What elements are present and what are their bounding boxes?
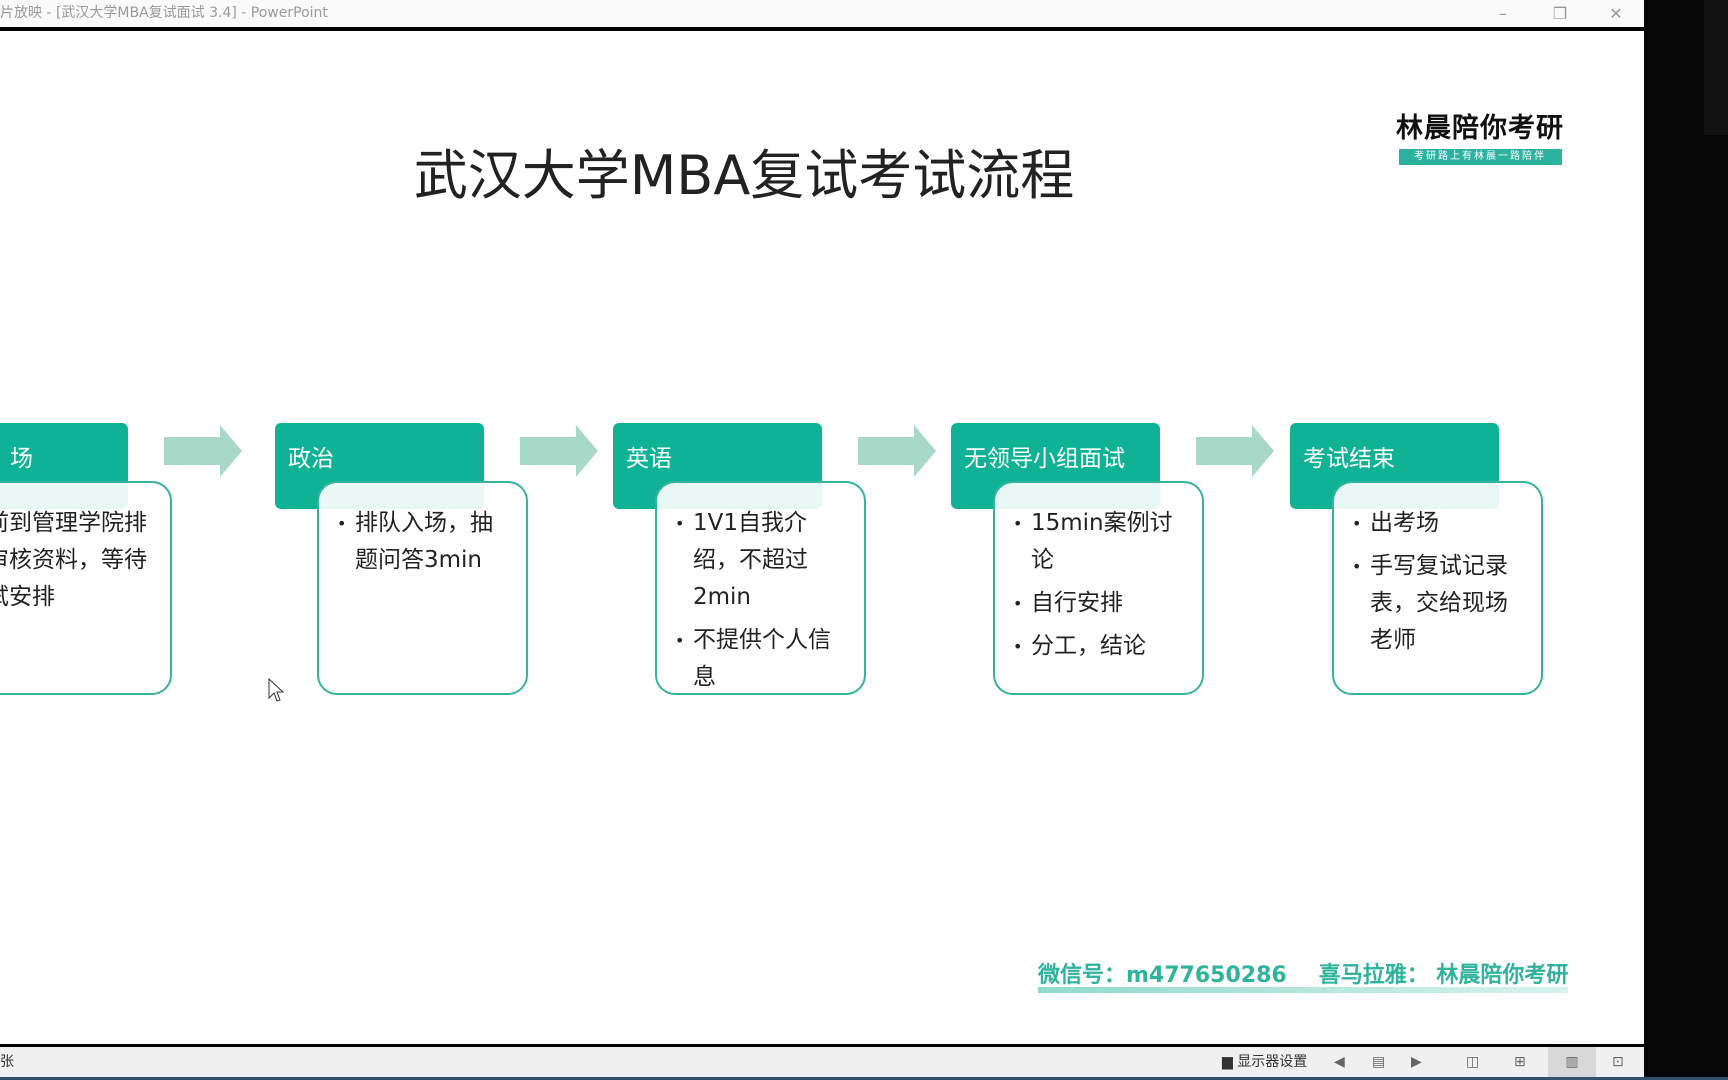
footer-underline <box>1038 987 1568 993</box>
step-body: 排队入场，抽题问答3min <box>317 481 528 695</box>
slideshow-icon[interactable]: ⊡ <box>1612 1054 1624 1070</box>
right-background <box>1644 0 1728 1080</box>
window-title: 片放映 - [武汉大学MBA复试面试 3.4] - PowerPoint <box>0 5 328 21</box>
step-bullet: 15min案例讨论 <box>1013 505 1188 579</box>
step-bullet: 自行安排 <box>1013 585 1188 622</box>
display-settings-button[interactable]: ▆ 显示器设置 <box>1222 1047 1307 1077</box>
slide-sorter-icon[interactable]: ⊞ <box>1514 1054 1526 1070</box>
step-body: 出考场手写复试记录表，交给现场老师 <box>1332 481 1543 695</box>
contact-footer: 微信号：m477650286 喜马拉雅： 林晨陪你考研 <box>1038 957 1568 989</box>
previous-slide-icon[interactable]: ◀ <box>1334 1054 1345 1070</box>
arrow-right-icon <box>1196 425 1274 477</box>
restore-button[interactable]: ❐ <box>1552 4 1568 23</box>
slide-title: 武汉大学MBA复试考试流程 <box>413 144 1075 207</box>
monitor-icon: ▆ <box>1222 1054 1233 1070</box>
arrow-right-icon <box>520 425 598 477</box>
taskbar-edge <box>0 1077 1728 1080</box>
title-bar: 片放映 - [武汉大学MBA复试面试 3.4] - PowerPoint – ❐… <box>0 0 1644 27</box>
minimize-button[interactable]: – <box>1499 4 1507 23</box>
status-bar: 张 ▆ 显示器设置 ◀ ▤ ▶ ◫ ⊞ ▥ ⊡ <box>0 1047 1644 1077</box>
mouse-cursor-icon <box>268 678 285 702</box>
step-body: 15min案例讨论自行安排分工，结论 <box>993 481 1204 695</box>
step-bullet: 不提供个人信息 <box>675 622 850 696</box>
slide-counter: 张 <box>0 1054 14 1070</box>
step-bullet: 出考场 <box>1352 505 1527 542</box>
slide: 武汉大学MBA复试考试流程 林晨陪你考研 考研路上有林晨一路陪伴 场提前到管理学… <box>0 31 1644 1044</box>
wechat-id: 微信号：m477650286 <box>1038 963 1287 988</box>
step-bullet: 提前到管理学院排队审核资料，等待复试安排 <box>0 505 156 616</box>
close-button[interactable]: ✕ <box>1609 4 1623 23</box>
normal-view-icon[interactable]: ◫ <box>1466 1054 1480 1070</box>
notes-icon[interactable]: ▤ <box>1372 1054 1386 1070</box>
side-tab <box>1704 0 1728 135</box>
logo-main: 林晨陪你考研 <box>1396 113 1564 144</box>
next-slide-icon[interactable]: ▶ <box>1411 1054 1422 1070</box>
ximalaya-id: 喜马拉雅： 林晨陪你考研 <box>1318 963 1569 988</box>
step-bullet: 分工，结论 <box>1013 628 1188 665</box>
step-bullet: 排队入场，抽题问答3min <box>337 505 512 579</box>
display-settings-label: 显示器设置 <box>1237 1054 1308 1070</box>
logo: 林晨陪你考研 考研路上有林晨一路陪伴 <box>1389 106 1571 165</box>
step-bullet: 1V1自我介绍，不超过2min <box>675 505 850 616</box>
arrow-right-icon <box>164 425 242 477</box>
arrow-right-icon <box>858 425 936 477</box>
step-body: 1V1自我介绍，不超过2min不提供个人信息 <box>655 481 866 695</box>
step-body: 提前到管理学院排队审核资料，等待复试安排 <box>0 481 172 695</box>
logo-tagline: 考研路上有林晨一路陪伴 <box>1398 149 1562 165</box>
step-bullet: 手写复试记录表，交给现场老师 <box>1352 548 1527 659</box>
reading-view-icon[interactable]: ▥ <box>1548 1047 1596 1077</box>
